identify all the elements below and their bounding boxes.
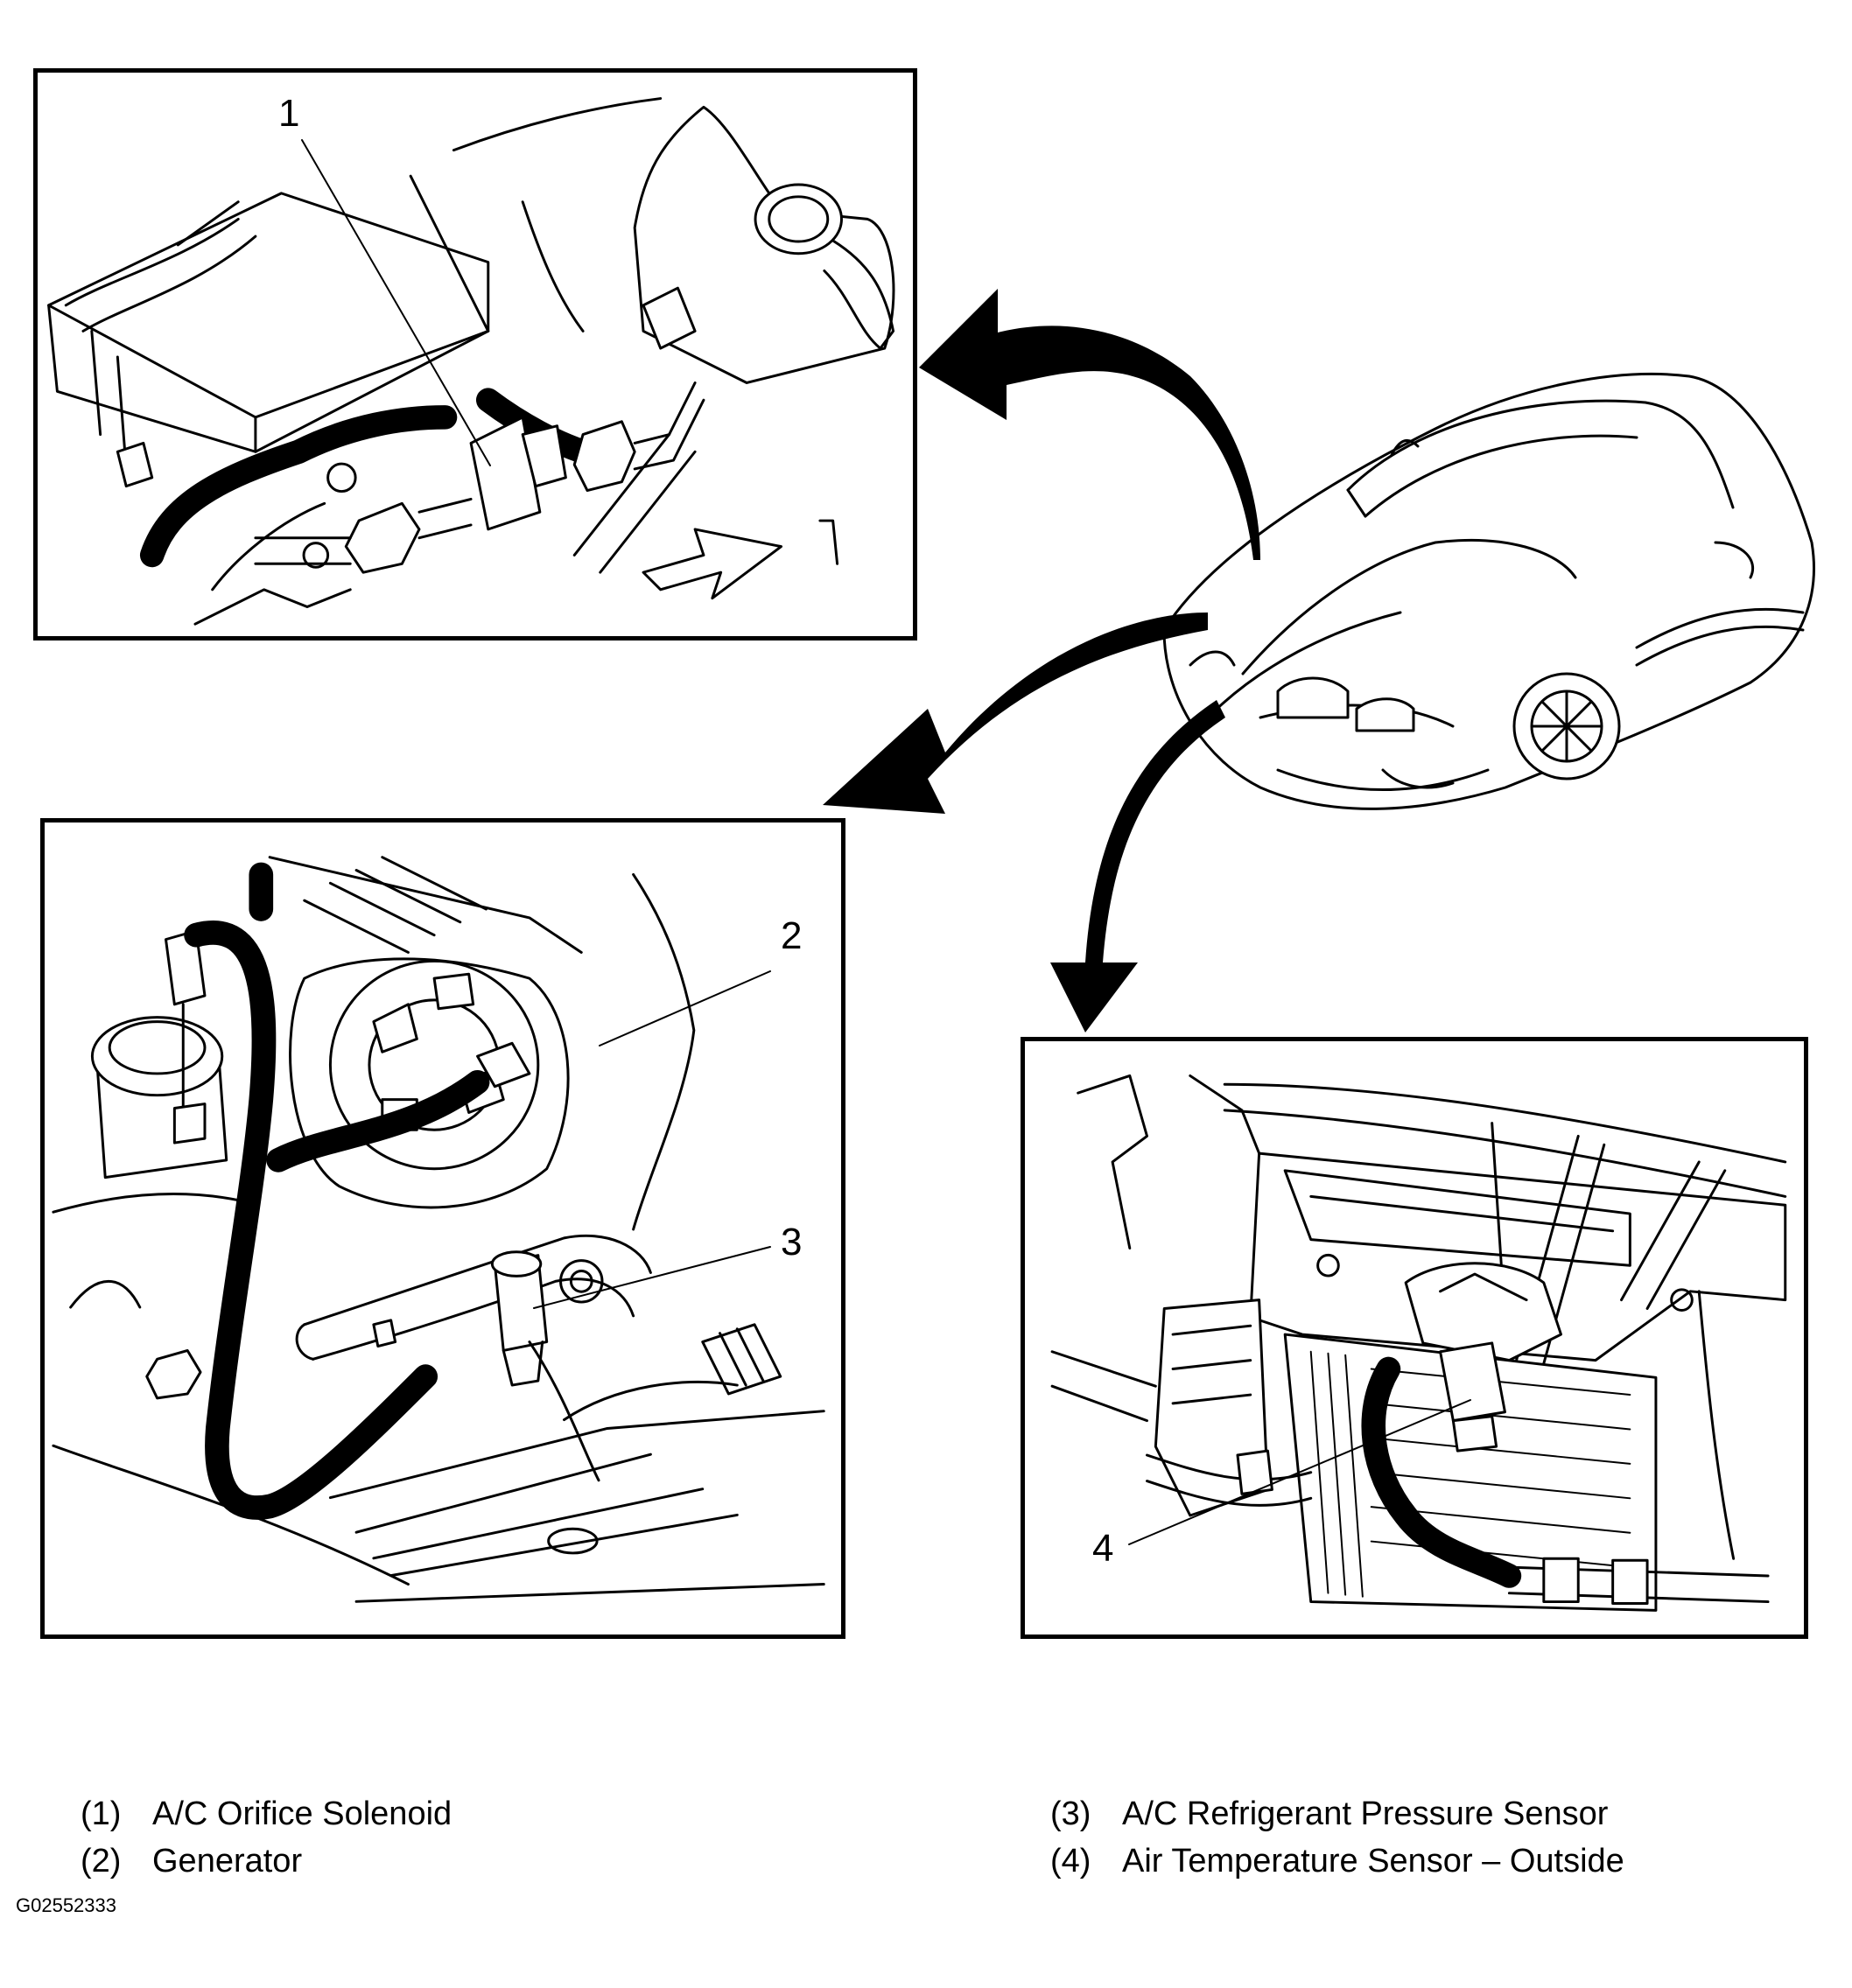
callout-2: 2 (781, 914, 803, 957)
callout-1: 1 (278, 92, 300, 135)
arrow-to-generator (823, 612, 1208, 814)
legend-item: (4) Air Temperature Sensor – Outside (1050, 1844, 1624, 1878)
arrow-to-orifice-solenoid (919, 289, 1260, 560)
orifice-solenoid-illustration (47, 97, 895, 626)
callout-4: 4 (1092, 1527, 1114, 1570)
detail-view-generator (40, 818, 845, 1639)
legend-item: (2) Generator (81, 1844, 302, 1878)
legend-number: (1) (81, 1796, 122, 1832)
air-temp-sensor-illustration (1050, 1074, 1787, 1612)
vehicle-illustration (1162, 373, 1815, 810)
legend-number: (2) (81, 1843, 122, 1880)
arrow-to-air-temp-sensor (1050, 700, 1225, 1032)
figure-id: G02552333 (16, 1894, 116, 1916)
legend-number: (3) (1050, 1796, 1091, 1832)
legend-item: (1) A/C Orifice Solenoid (81, 1797, 452, 1830)
legend-text: A/C Orifice Solenoid (152, 1796, 452, 1832)
legend-text: A/C Refrigerant Pressure Sensor (1122, 1796, 1609, 1832)
generator-illustration (52, 856, 825, 1603)
callout-3: 3 (781, 1221, 803, 1264)
legend-number: (4) (1050, 1843, 1091, 1880)
legend-text: Generator (152, 1843, 303, 1880)
legend-item: (3) A/C Refrigerant Pressure Sensor (1050, 1797, 1608, 1830)
legend-text: Air Temperature Sensor – Outside (1122, 1843, 1624, 1880)
detail-view-orifice-solenoid (33, 68, 917, 640)
detail-view-air-temp-sensor (1021, 1037, 1808, 1639)
